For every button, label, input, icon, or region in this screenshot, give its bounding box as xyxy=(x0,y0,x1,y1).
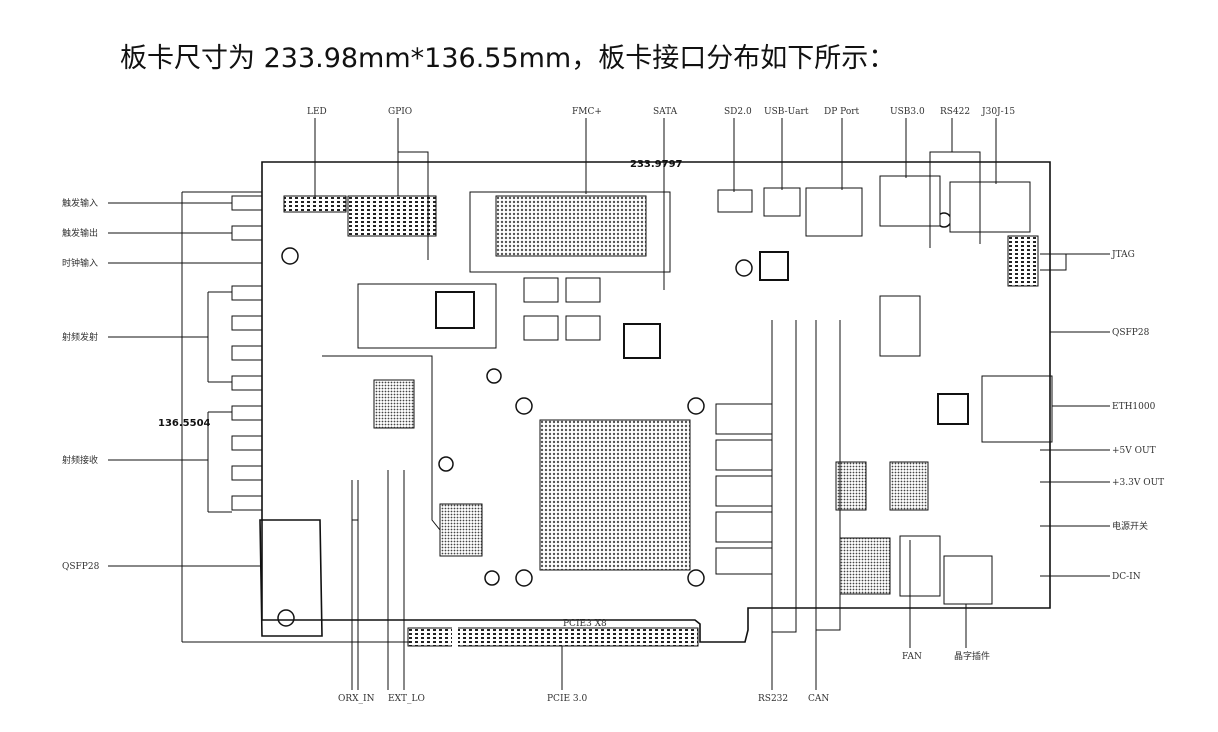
label-can: CAN xyxy=(808,694,829,704)
label-ext-lo: EXT_LO xyxy=(388,694,425,704)
label-trigger-out: 触发输出 xyxy=(62,227,98,239)
label-usb-uart: USB-Uart xyxy=(764,107,809,117)
label-orx-in: ORX_IN xyxy=(338,694,375,704)
label-rs232: RS232 xyxy=(758,694,788,704)
top-connectors xyxy=(283,175,1039,287)
height-dimension-label: 136.5504 xyxy=(158,418,211,429)
eth-jack xyxy=(981,375,1053,443)
label-rf-rx: 射频接收 xyxy=(62,454,98,466)
fan-connector xyxy=(899,535,941,597)
label-eth: ETH1000 xyxy=(1112,402,1156,412)
crystal-socket xyxy=(943,555,993,605)
label-trigger-in: 触发输入 xyxy=(62,197,98,209)
label-fmc: FMC+ xyxy=(572,107,602,117)
memory-chips xyxy=(523,277,773,575)
pcie-silkscreen: PCIE3 X8 xyxy=(563,619,607,629)
qsfp-cage-right xyxy=(879,295,921,357)
small-bga-chip-4 xyxy=(889,461,929,511)
label-sata: SATA xyxy=(653,107,678,117)
rf-connectors xyxy=(231,195,263,511)
width-dimension-label: 233.9797 xyxy=(630,159,683,170)
label-clock-in: 时钟输入 xyxy=(62,257,98,269)
label-5v-out: +5V OUT xyxy=(1112,446,1156,456)
label-gpio: GPIO xyxy=(388,107,412,117)
small-bga-chip-5 xyxy=(839,537,891,595)
small-bga-chip-2 xyxy=(439,503,483,557)
label-qsfp-left: QSFP28 xyxy=(62,562,100,572)
label-sd: SD2.0 xyxy=(724,107,752,117)
label-usb3: USB3.0 xyxy=(890,107,925,117)
main-fpga-chip xyxy=(539,419,691,571)
label-pcie: PCIE 3.0 xyxy=(547,694,588,704)
width-dimension: 233.9797 xyxy=(262,159,1050,170)
ic-chip-3 xyxy=(759,251,789,281)
ic-chip-4 xyxy=(937,393,969,425)
label-led: LED xyxy=(307,107,327,117)
label-dp-port: DP Port xyxy=(824,107,860,117)
label-dc-in: DC-IN xyxy=(1112,572,1141,582)
ic-chip-2 xyxy=(623,323,661,359)
height-dimension: 136.5504 xyxy=(158,191,410,643)
label-3v3-out: +3.3V OUT xyxy=(1112,478,1164,488)
page-heading: 板卡尺寸为 233.98mm*136.55mm，板卡接口分布如下所示： xyxy=(120,43,896,74)
label-rs422: RS422 xyxy=(940,107,970,117)
small-bga-chip xyxy=(373,379,415,429)
label-jtag: JTAG xyxy=(1111,250,1135,260)
ic-chip xyxy=(435,291,475,329)
leader-lines xyxy=(108,118,1110,690)
label-j30j: J30J-15 xyxy=(981,107,1015,117)
rf-shield-frame xyxy=(322,355,441,536)
label-crystal: 晶字插件 xyxy=(954,650,990,662)
label-qsfp-right: QSFP28 xyxy=(1112,328,1150,338)
small-bga-chip-3 xyxy=(835,461,867,511)
pcie-edge-connector: PCIE3 X8 xyxy=(407,619,699,650)
label-rf-tx: 射频发射 xyxy=(62,331,98,343)
fmc-connector xyxy=(469,191,671,273)
shield-frame xyxy=(357,283,497,349)
board-outline xyxy=(259,161,1051,643)
label-fan: FAN xyxy=(902,652,922,662)
label-power-switch: 电源开关 xyxy=(1112,520,1148,532)
